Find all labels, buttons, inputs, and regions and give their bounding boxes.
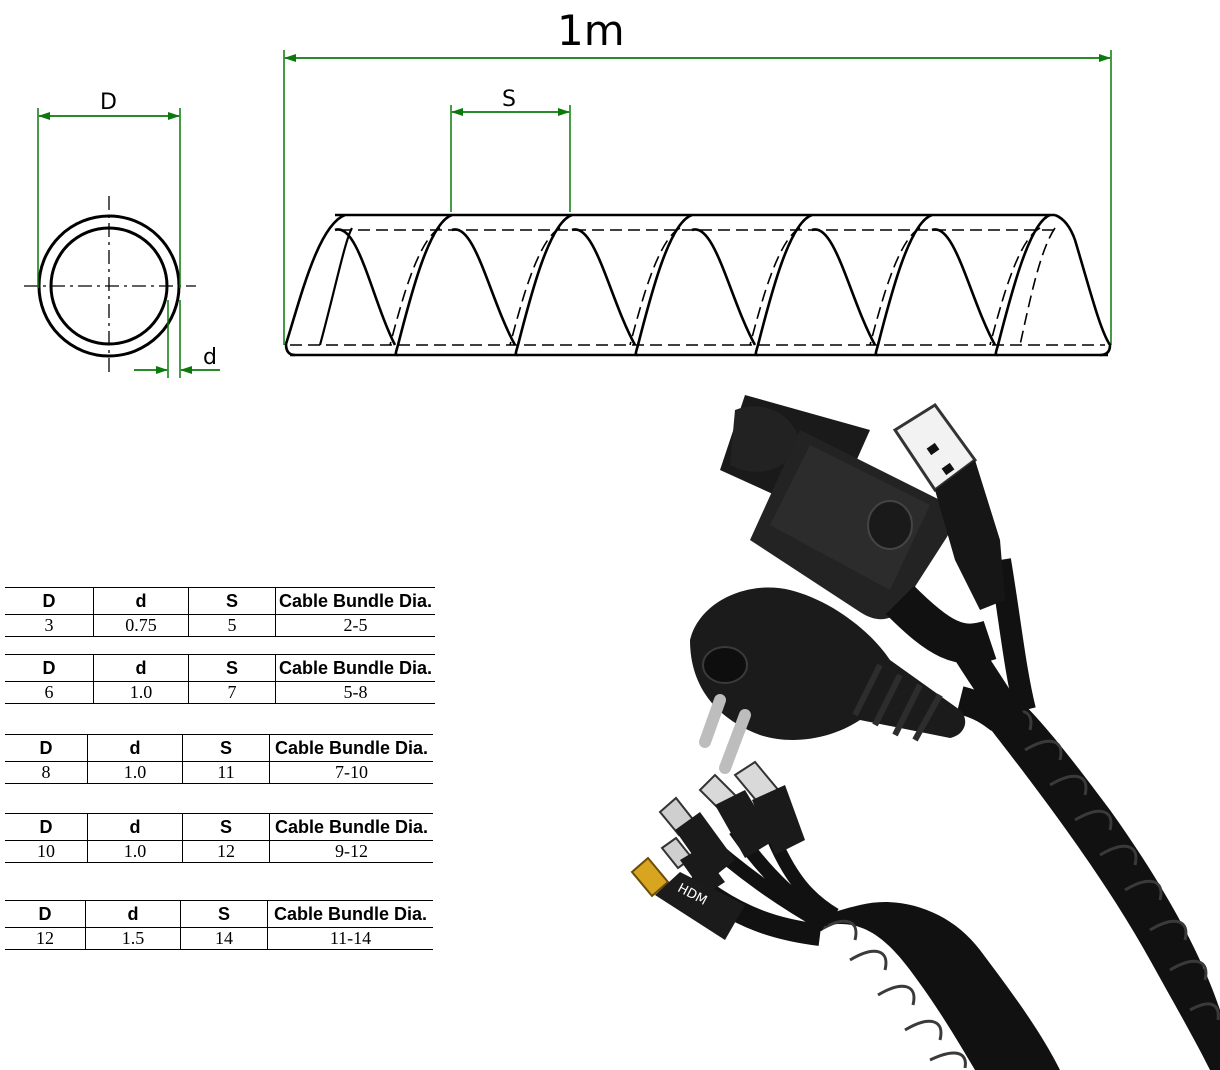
usb-a-connector-top	[892, 402, 1005, 610]
table-header-row: D d S Cable Bundle Dia.	[5, 587, 435, 615]
cell-outer-diameter: 12	[5, 927, 86, 950]
header-pitch: S	[182, 734, 270, 762]
spec-table-4: D d S Cable Bundle Dia. 10 1.0 12 9-12	[5, 813, 433, 863]
header-wall-thickness: d	[87, 734, 183, 762]
cell-outer-diameter: 10	[5, 840, 88, 863]
table-row: 12 1.5 14 11-14	[5, 927, 433, 950]
header-wall-thickness: d	[87, 813, 183, 841]
cell-wall-thickness: 1.5	[85, 927, 181, 950]
spiral-wrap-lower	[800, 902, 1060, 1070]
header-pitch: S	[188, 587, 276, 615]
spiral-wrap-main	[985, 700, 1220, 1070]
header-bundle-diameter: Cable Bundle Dia.	[275, 654, 435, 682]
table-header-row: D d S Cable Bundle Dia.	[5, 900, 433, 928]
usb-plug-cluster: HDM	[630, 760, 839, 946]
header-pitch: S	[188, 654, 276, 682]
cell-bundle-diameter: 5-8	[275, 681, 435, 704]
spec-table-1: D d S Cable Bundle Dia. 3 0.75 5 2-5	[5, 587, 435, 637]
header-outer-diameter: D	[5, 813, 88, 841]
cell-outer-diameter: 3	[5, 614, 94, 637]
header-wall-thickness: d	[85, 900, 181, 928]
length-label: 1m	[557, 6, 625, 55]
header-pitch: S	[180, 900, 268, 928]
cell-pitch: 7	[188, 681, 276, 704]
cell-pitch: 12	[182, 840, 270, 863]
cross-section-view: D d	[24, 90, 220, 378]
pitch-label: S	[502, 87, 516, 112]
header-bundle-diameter: Cable Bundle Dia.	[269, 813, 433, 841]
spec-table-2: D d S Cable Bundle Dia. 6 1.0 7 5-8	[5, 654, 435, 704]
cell-pitch: 5	[188, 614, 276, 637]
cell-wall-thickness: 1.0	[87, 761, 183, 784]
cable-bundle-illustration: HDM	[630, 395, 1220, 1070]
cell-wall-thickness: 0.75	[93, 614, 189, 637]
header-wall-thickness: d	[93, 587, 189, 615]
iec-power-connector	[720, 395, 997, 664]
header-outer-diameter: D	[5, 654, 94, 682]
cell-wall-thickness: 1.0	[87, 840, 183, 863]
header-bundle-diameter: Cable Bundle Dia.	[269, 734, 433, 762]
cell-pitch: 14	[180, 927, 268, 950]
table-header-row: D d S Cable Bundle Dia.	[5, 734, 433, 762]
table-row: 10 1.0 12 9-12	[5, 840, 433, 863]
table-row: 6 1.0 7 5-8	[5, 681, 435, 704]
cell-pitch: 11	[182, 761, 270, 784]
header-outer-diameter: D	[5, 734, 88, 762]
cell-outer-diameter: 6	[5, 681, 94, 704]
spiral-side-view: S 1m	[283, 6, 1112, 357]
cell-bundle-diameter: 7-10	[269, 761, 433, 784]
header-pitch: S	[182, 813, 270, 841]
table-row: 8 1.0 11 7-10	[5, 761, 433, 784]
cell-outer-diameter: 8	[5, 761, 88, 784]
schuko-plug	[690, 587, 966, 774]
table-header-row: D d S Cable Bundle Dia.	[5, 654, 435, 682]
table-row: 3 0.75 5 2-5	[5, 614, 435, 637]
header-outer-diameter: D	[5, 900, 86, 928]
header-bundle-diameter: Cable Bundle Dia.	[275, 587, 435, 615]
header-bundle-diameter: Cable Bundle Dia.	[267, 900, 433, 928]
cell-bundle-diameter: 11-14	[267, 927, 433, 950]
spec-table-5: D d S Cable Bundle Dia. 12 1.5 14 11-14	[5, 900, 433, 950]
cell-bundle-diameter: 2-5	[275, 614, 435, 637]
wall-thickness-label: d	[203, 345, 217, 370]
spec-table-3: D d S Cable Bundle Dia. 8 1.0 11 7-10	[5, 734, 433, 784]
outer-diameter-label: D	[100, 90, 117, 115]
header-outer-diameter: D	[5, 587, 94, 615]
cell-wall-thickness: 1.0	[93, 681, 189, 704]
cell-bundle-diameter: 9-12	[269, 840, 433, 863]
header-wall-thickness: d	[93, 654, 189, 682]
table-header-row: D d S Cable Bundle Dia.	[5, 813, 433, 841]
